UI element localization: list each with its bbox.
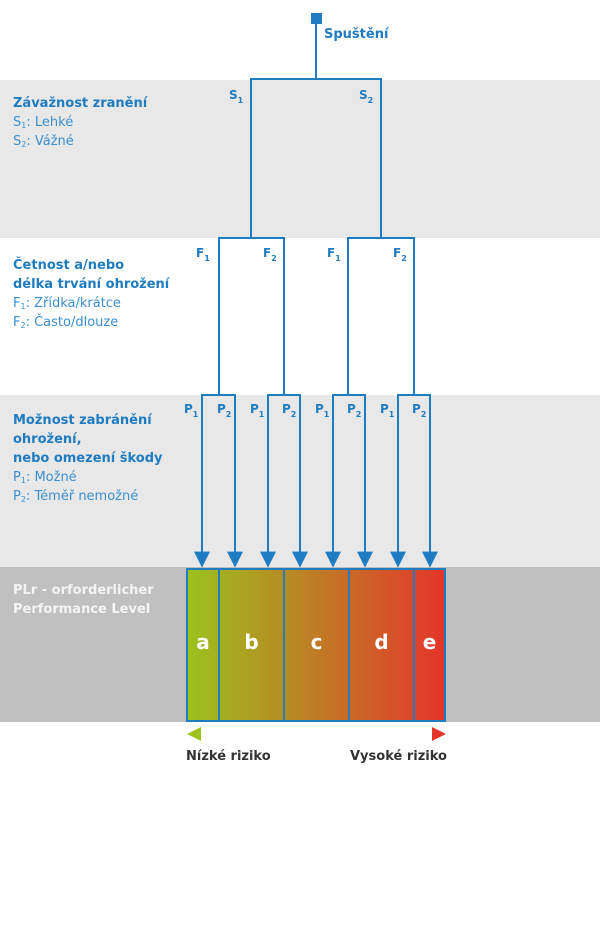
- risk-arrow-head-left: [187, 727, 201, 741]
- branch-label-p4: P2: [282, 402, 296, 419]
- frequency-legend: Četnost a/nebo délka trvání ohrožení F1:…: [13, 256, 169, 332]
- level-cell-e: [413, 568, 446, 722]
- branch-f-2: [251, 237, 285, 395]
- branch-p-1: [194, 394, 219, 568]
- branch-label-s2: S2: [359, 88, 373, 105]
- severity-heading: Závažnost zranění: [13, 96, 148, 111]
- avoidance-heading-line-1: Možnost zabránění: [13, 413, 152, 428]
- branch-p-8: [414, 394, 438, 568]
- branch-p-7: [390, 394, 414, 568]
- branch-label-f4: F2: [393, 246, 407, 263]
- branch-label-p3: P1: [250, 402, 265, 419]
- branch-p-3: [260, 394, 284, 568]
- avoidance-item-2: P2: Téměř nemožné: [13, 489, 139, 504]
- plr-heading-line-1: PLr - orforderlicher: [13, 583, 154, 598]
- branch-label-p6: P2: [347, 402, 361, 419]
- branch-label-f1: F1: [196, 246, 210, 263]
- high-risk-label: Vysoké riziko: [350, 749, 447, 764]
- plr-legend: PLr - orforderlicher Performance Level: [13, 581, 154, 619]
- level-label-b: b: [244, 630, 258, 654]
- level-label-a: a: [196, 630, 210, 654]
- branch-label-f2: F2: [263, 246, 277, 263]
- branch-label-p1: P1: [184, 402, 199, 419]
- branch-s1: [250, 78, 316, 238]
- severity-legend: Závažnost zranění S1: Lehké S2: Vážné: [13, 94, 147, 151]
- branch-p-5: [325, 394, 348, 568]
- branch-label-p2: P2: [217, 402, 231, 419]
- branch-f-3: [347, 237, 381, 395]
- branch-f-1: [218, 237, 251, 395]
- low-risk-label: Nízké riziko: [186, 749, 271, 764]
- branch-label-p8: P2: [412, 402, 426, 419]
- level-label-d: d: [374, 630, 388, 654]
- level-label-c: c: [311, 630, 323, 654]
- plr-heading-line-2: Performance Level: [13, 602, 151, 617]
- branch-label-f3: F1: [327, 246, 341, 263]
- avoidance-legend: Možnost zabránění ohrožení, nebo omezení…: [13, 411, 163, 506]
- avoidance-heading-line-3: nebo omezení škody: [13, 451, 163, 466]
- branch-p-6: [348, 394, 373, 568]
- severity-item-1: S1: Lehké: [13, 115, 74, 130]
- branch-label-s1: S1: [229, 88, 244, 105]
- avoidance-heading-line-2: ohrožení,: [13, 432, 82, 447]
- risk-arrow-head-right: [432, 727, 446, 741]
- performance-level-band: [187, 569, 445, 721]
- branch-s2: [316, 78, 382, 238]
- level-label-e: e: [423, 630, 437, 654]
- frequency-item-2: F2: Často/dlouze: [13, 315, 119, 330]
- frequency-heading-line-1: Četnost a/nebo: [13, 258, 125, 273]
- frequency-item-1: F1: Zřídka/krátce: [13, 296, 121, 311]
- frequency-heading-line-2: délka trvání ohrožení: [13, 277, 170, 292]
- avoidance-item-1: P1: Možné: [13, 470, 77, 485]
- severity-band: [0, 80, 600, 238]
- branch-label-p5: P1: [315, 402, 330, 419]
- start-label: Spuštění: [324, 27, 390, 42]
- branch-p-4: [284, 394, 308, 568]
- branch-f-4: [381, 237, 415, 395]
- branch-p-2: [219, 394, 243, 568]
- severity-item-2: S2: Vážné: [13, 134, 74, 149]
- start-node: [311, 13, 322, 24]
- branch-label-p7: P1: [380, 402, 395, 419]
